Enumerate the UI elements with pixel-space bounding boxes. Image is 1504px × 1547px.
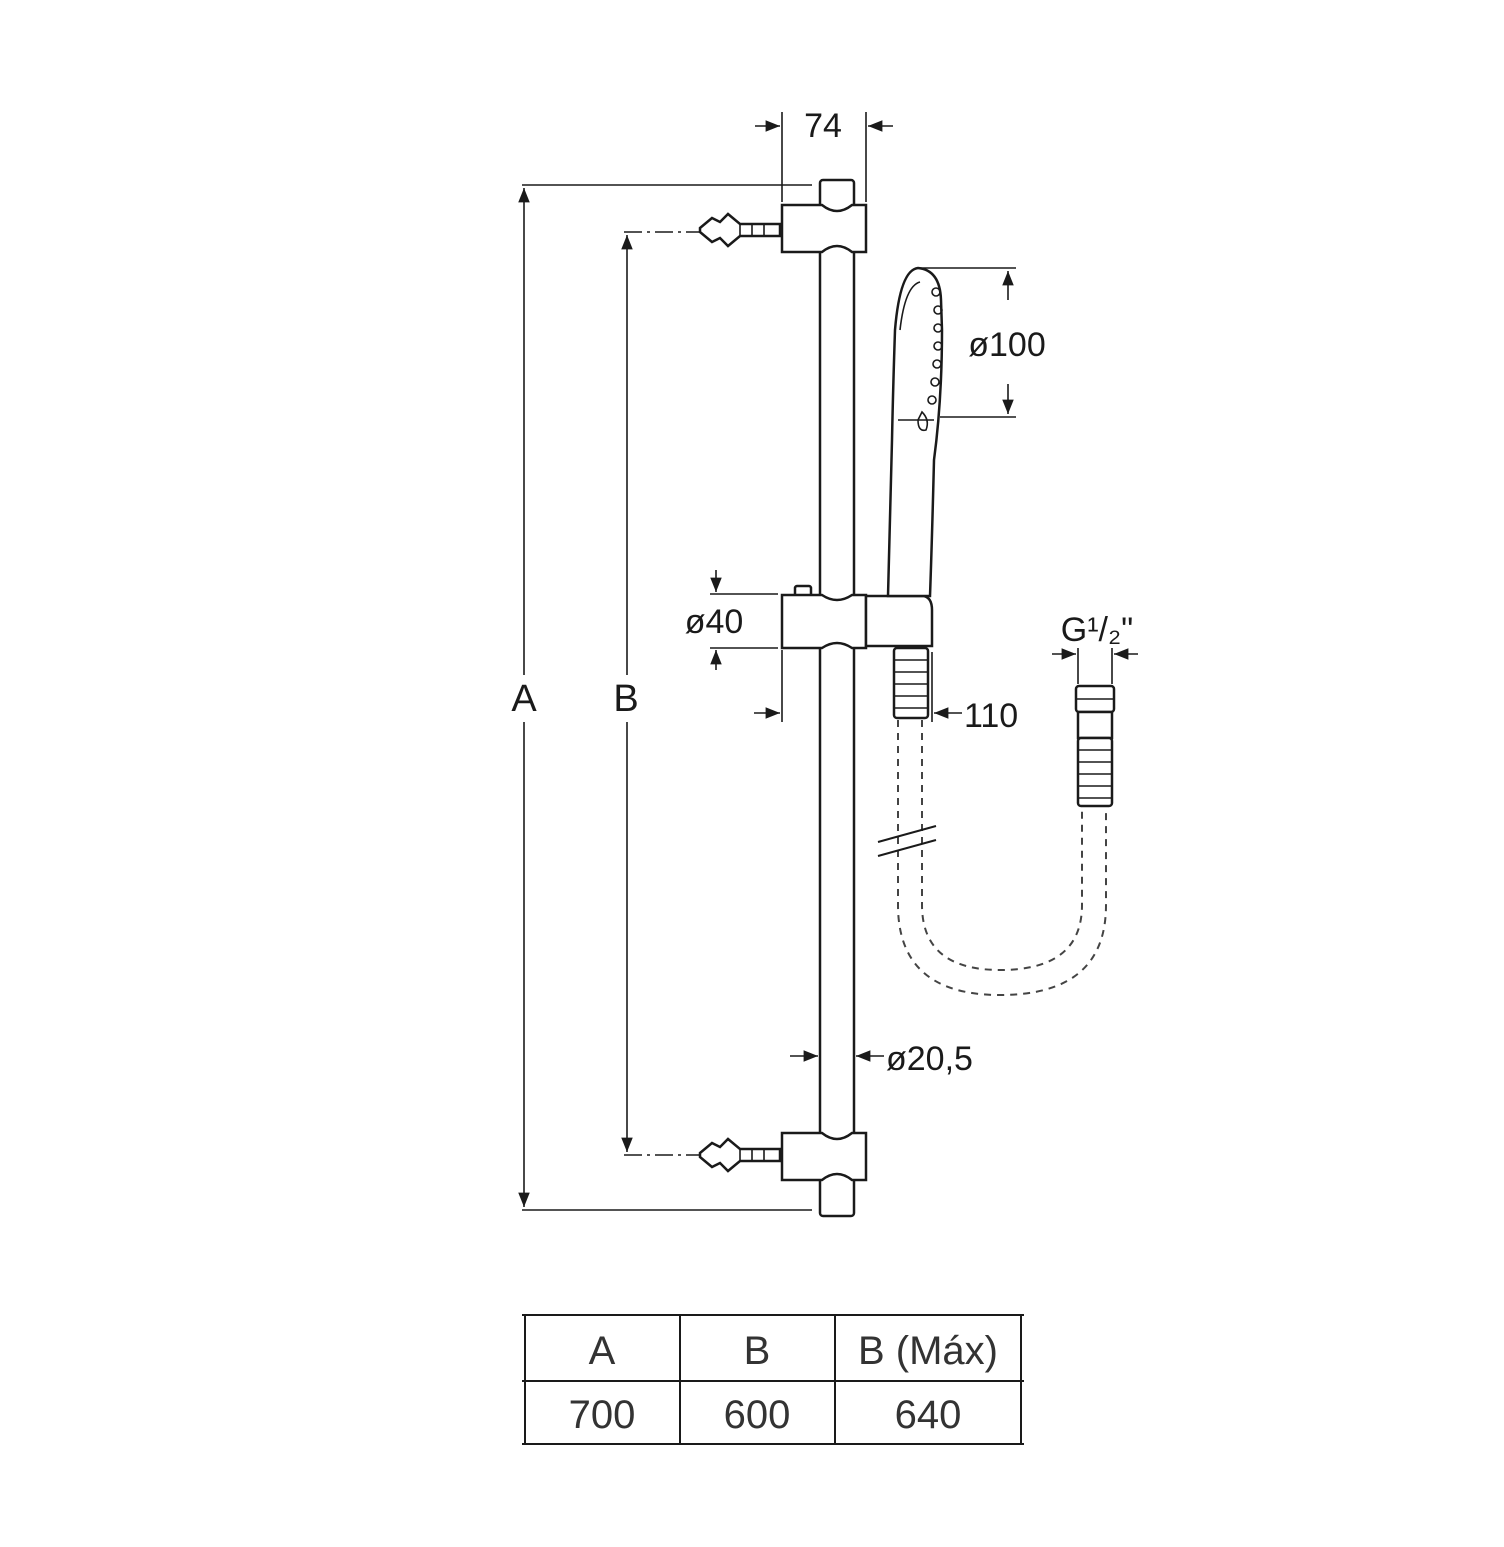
dimension-b-label: B <box>613 678 638 720</box>
dimension-bar-diameter-label: ø20,5 <box>886 1040 973 1078</box>
dimension-hose-offset-label: 110 <box>964 697 1018 735</box>
bottom-wall-bracket <box>698 1131 868 1182</box>
hand-shower <box>886 266 944 598</box>
dimension-width-top-label: 74 <box>804 107 842 145</box>
dimension-support-diameter: ø40 <box>685 570 783 722</box>
dimension-head-diameter-label: ø100 <box>968 326 1046 364</box>
shower-hose <box>877 646 1116 997</box>
dimension-a-label: A <box>511 678 537 720</box>
dimension-hose-offset: 110 <box>931 652 1018 735</box>
table-header-b: B <box>744 1329 771 1373</box>
table-value-a: 700 <box>569 1393 636 1437</box>
spray-nozzles <box>927 287 943 405</box>
dimension-connector-thread-label: G¹/₂" <box>1061 611 1133 649</box>
table-header-a: A <box>589 1329 616 1373</box>
dimension-table: A B B (Máx) 700 600 640 <box>522 1314 1024 1445</box>
table-header-b-max: B (Máx) <box>858 1329 998 1373</box>
top-wall-bracket <box>698 203 868 254</box>
dimension-bar-diameter: ø20,5 <box>790 1040 973 1078</box>
dimension-connector-thread: G¹/₂" <box>1052 611 1138 684</box>
slide-bar <box>818 178 856 1218</box>
dimension-b: B <box>613 231 700 1156</box>
table-value-b-max: 640 <box>895 1393 962 1437</box>
dimension-head-diameter: ø100 <box>920 267 1046 418</box>
dimension-support-diameter-label: ø40 <box>685 603 744 641</box>
table-value-b: 600 <box>724 1393 791 1437</box>
dimension-a: A <box>511 184 812 1211</box>
dimension-width-top: 74 <box>755 107 893 202</box>
